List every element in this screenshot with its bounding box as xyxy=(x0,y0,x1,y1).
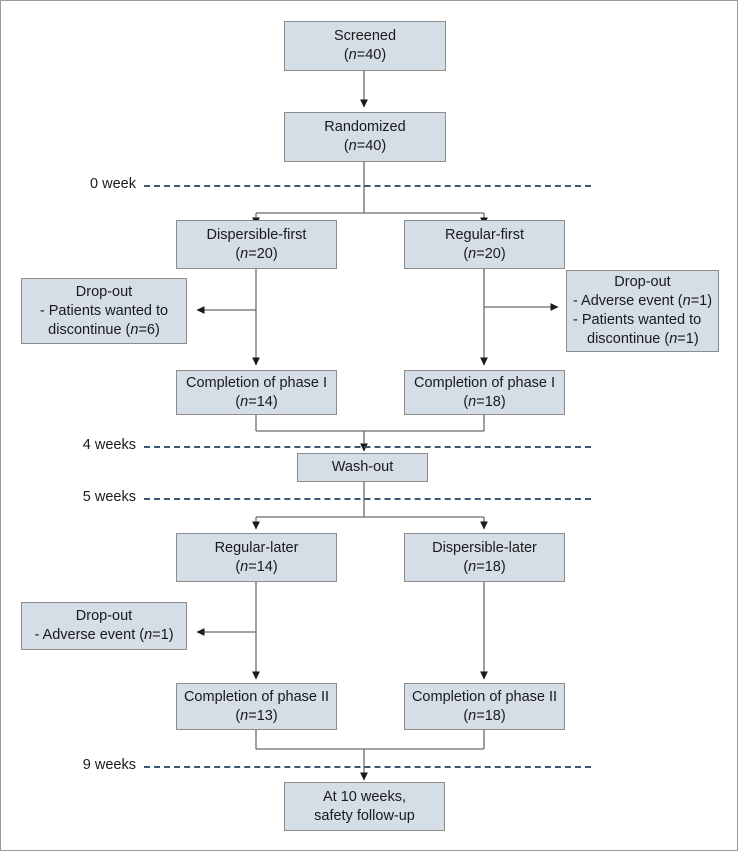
node-completion-phase2-right-line1: Completion of phase II xyxy=(411,688,558,705)
node-completion-phase1-left-line1: Completion of phase I xyxy=(185,374,328,391)
node-regular-first: Regular-first (n=20) xyxy=(404,220,565,269)
node-regular-first-line1: Regular-first xyxy=(445,226,524,243)
timeline-label-week0: 0 week xyxy=(90,176,136,192)
node-dispersible-first-line1: Dispersible-first xyxy=(206,226,307,243)
node-completion-phase1-right-line1: Completion of phase I xyxy=(413,374,556,391)
node-safety-followup-line1: At 10 weeks, xyxy=(322,788,406,805)
node-washout-line1: Wash-out xyxy=(331,459,394,475)
node-dropout-right-phase1: Drop-out - Adverse event (n=1) - Patient… xyxy=(566,270,719,352)
node-dropout-left-phase2-line2: - Adverse event (n=1) xyxy=(34,627,174,643)
node-randomized-line1: Randomized xyxy=(324,119,406,135)
node-safety-followup-line2: safety follow-up xyxy=(314,807,415,824)
node-dropout-left-phase1-line1: Drop-out xyxy=(75,283,133,300)
node-dispersible-later-line2: (n=18) xyxy=(463,558,506,575)
timeline-dash-week4 xyxy=(144,446,591,448)
node-completion-phase1-left-line2: (n=14) xyxy=(235,393,278,410)
node-dropout-left-phase1: Drop-out - Patients wanted to discontinu… xyxy=(21,278,187,344)
node-dispersible-first: Dispersible-first (n=20) xyxy=(176,220,337,269)
timeline-label-week5: 5 weeks xyxy=(82,489,136,505)
node-dropout-left-phase2: Drop-out - Adverse event (n=1) xyxy=(21,602,187,650)
node-screened-line2: (n=40) xyxy=(343,47,387,63)
timeline-label-week4: 4 weeks xyxy=(82,437,136,453)
node-dropout-left-phase2-line1: Drop-out xyxy=(75,608,133,624)
node-screened-line1: Screened xyxy=(333,28,397,44)
timeline-dash-week5 xyxy=(144,498,591,500)
node-dropout-right-phase1-line4: discontinue (n=1) xyxy=(587,331,699,347)
node-regular-later-line1: Regular-later xyxy=(214,539,299,556)
node-completion-phase2-left-line1: Completion of phase II xyxy=(183,688,330,705)
node-regular-first-line2: (n=20) xyxy=(463,245,506,262)
node-completion-phase1-right-line2: (n=18) xyxy=(463,393,506,410)
node-randomized: Randomized (n=40) xyxy=(284,112,446,162)
node-randomized-line2: (n=40) xyxy=(343,138,387,154)
node-washout: Wash-out xyxy=(297,453,428,482)
timeline-label-week9: 9 weeks xyxy=(82,757,136,773)
node-dropout-left-phase1-line3: discontinue (n=6) xyxy=(48,321,160,338)
timeline-dash-week9 xyxy=(144,766,591,768)
node-dropout-right-phase1-line3: - Patients wanted to xyxy=(573,312,702,328)
node-completion-phase1-left: Completion of phase I (n=14) xyxy=(176,370,337,415)
node-dispersible-later: Dispersible-later (n=18) xyxy=(404,533,565,582)
node-dispersible-first-line2: (n=20) xyxy=(235,245,278,262)
node-completion-phase2-left: Completion of phase II (n=13) xyxy=(176,683,337,730)
node-dispersible-later-line1: Dispersible-later xyxy=(432,539,537,556)
node-regular-later: Regular-later (n=14) xyxy=(176,533,337,582)
node-completion-phase2-left-line2: (n=13) xyxy=(235,707,278,724)
node-screened: Screened (n=40) xyxy=(284,21,446,71)
node-dropout-left-phase1-line2: - Patients wanted to xyxy=(39,302,169,319)
node-completion-phase2-right-line2: (n=18) xyxy=(463,707,506,724)
node-dropout-right-phase1-line1: Drop-out xyxy=(614,274,671,290)
node-completion-phase1-right: Completion of phase I (n=18) xyxy=(404,370,565,415)
node-dropout-right-phase1-line2: - Adverse event (n=1) xyxy=(573,293,713,309)
timeline-dash-week0 xyxy=(144,185,591,187)
node-safety-followup: At 10 weeks, safety follow-up xyxy=(284,782,445,831)
node-completion-phase2-right: Completion of phase II (n=18) xyxy=(404,683,565,730)
node-regular-later-line2: (n=14) xyxy=(235,558,278,575)
